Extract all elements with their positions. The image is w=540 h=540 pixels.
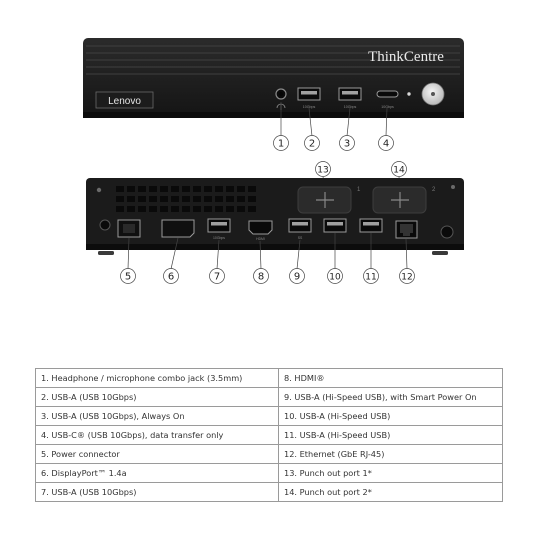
callout-14-label: 14	[393, 166, 405, 176]
legend-cell: 6. DisplayPort™ 1.4a	[35, 463, 279, 483]
table-row: 4. USB-C® (USB 10Gbps), data transfer on…	[35, 425, 503, 445]
usb-a-2-speed-label: 10Gbps	[344, 105, 357, 109]
table-row: 7. USB-A (USB 10Gbps) 14. Punch out port…	[35, 482, 503, 502]
security-slot	[99, 219, 111, 231]
legend-cell: 11. USB-A (Hi-Speed USB)	[278, 425, 503, 445]
legend-cell: 1. Headphone / microphone combo jack (3.…	[35, 368, 279, 388]
callout-8	[253, 268, 269, 284]
callout-1-label: 1	[278, 139, 284, 150]
front-chassis	[83, 38, 464, 118]
legend-cell: 13. Punch out port 1*	[278, 463, 503, 483]
rear-vent-grille	[116, 186, 256, 212]
callout-14	[391, 161, 407, 177]
front-usb-c-port: 10Gbps	[376, 90, 399, 109]
front-usb-a-port-2: 10Gbps	[338, 87, 362, 109]
lenovo-logo-plate	[95, 91, 154, 109]
callout-3-label: 3	[344, 139, 350, 150]
rear-usb-hs-1-label: SS	[298, 236, 303, 240]
rear-callouts	[120, 233, 415, 284]
callout-5	[120, 268, 136, 284]
legend-cell: 14. Punch out port 2*	[278, 482, 503, 502]
rear-usb-a-hs-3	[359, 218, 383, 233]
table-row: 1. Headphone / microphone combo jack (3.…	[35, 368, 503, 388]
callout-12	[399, 268, 415, 284]
callout-10	[327, 268, 343, 284]
callout-9-label: 9	[294, 272, 300, 283]
callout-10-label: 10	[329, 273, 341, 283]
usb-c-speed-label: 10Gbps	[381, 105, 394, 109]
front-view: Lenovo ThinkCentre 10Gbps 10Gbps 10Gbps	[83, 38, 464, 118]
legend-cell: 3. USB-A (USB 10Gbps), Always On	[35, 406, 279, 426]
callout-11-label: 11	[365, 273, 376, 283]
front-callouts	[273, 102, 394, 151]
callout-2	[304, 135, 320, 151]
callout-7	[209, 268, 225, 284]
legend-cell: 9. USB-A (Hi-Speed USB), with Smart Powe…	[278, 387, 503, 407]
callout-4-label: 4	[383, 139, 389, 150]
front-usb-a-port-1: 10Gbps	[297, 87, 321, 109]
legend-cell: 5. Power connector	[35, 444, 279, 464]
legend-cell: 4. USB-C® (USB 10Gbps), data transfer on…	[35, 425, 279, 445]
rear-usb-a-10gbps: 10Gbps	[207, 218, 231, 240]
callout-7-label: 7	[214, 272, 220, 283]
callout-3	[339, 135, 355, 151]
table-row: 3. USB-A (USB 10Gbps), Always On 10. USB…	[35, 406, 503, 426]
callout-8-label: 8	[258, 272, 264, 283]
port-legend-table: 1. Headphone / microphone combo jack (3.…	[35, 368, 503, 502]
punch-out-port-1: 1	[297, 186, 361, 214]
product-diagram: Lenovo ThinkCentre 10Gbps 10Gbps 10Gbps	[83, 38, 464, 284]
rear-view: 1 2 10Gbps HDMI SS	[86, 178, 464, 255]
rear-power-connector	[117, 219, 141, 238]
rear-hdmi-port: HDMI	[248, 220, 273, 241]
punch-out-1-number: 1	[357, 187, 361, 193]
lenovo-logo: Lenovo	[108, 96, 141, 107]
rear-usb-a-speed-label: 10Gbps	[213, 236, 225, 240]
kensington-lock	[440, 225, 454, 239]
callout-13-label: 13	[317, 166, 328, 176]
legend-cell: 10. USB-A (Hi-Speed USB)	[278, 406, 503, 426]
power-button	[421, 82, 445, 106]
callout-13	[315, 161, 331, 177]
thinkcentre-logo: ThinkCentre	[368, 49, 444, 65]
front-vent-grille	[86, 45, 460, 75]
callout-5-label: 5	[125, 272, 131, 283]
callout-6	[163, 268, 179, 284]
table-row: 5. Power connector 12. Ethernet (GbE RJ-…	[35, 444, 503, 464]
callout-1	[273, 135, 289, 151]
rear-usb-a-hs-2	[323, 218, 347, 233]
rear-ethernet-port	[395, 220, 418, 239]
callout-9	[289, 268, 305, 284]
power-led	[407, 92, 411, 96]
legend-cell: 2. USB-A (USB 10Gbps)	[35, 387, 279, 407]
callout-4	[378, 135, 394, 151]
punch-out-2-number: 2	[432, 187, 436, 193]
rear-usb-a-hs-1: SS	[288, 218, 312, 240]
callout-11	[363, 268, 379, 284]
callout-6-label: 6	[168, 272, 174, 283]
headphone-jack	[275, 88, 287, 100]
hdmi-port-label: HDMI	[256, 237, 265, 241]
legend-cell: 12. Ethernet (GbE RJ-45)	[278, 444, 503, 464]
legend-cell: 8. HDMI®	[278, 368, 503, 388]
table-row: 6. DisplayPort™ 1.4a 13. Punch out port …	[35, 463, 503, 483]
rear-screw-left	[96, 187, 102, 193]
rear-screw-right	[451, 185, 455, 189]
punch-out-port-2: 2	[372, 186, 436, 214]
usb-a-1-speed-label: 10Gbps	[303, 105, 316, 109]
table-row: 2. USB-A (USB 10Gbps) 9. USB-A (Hi-Speed…	[35, 387, 503, 407]
legend-cell: 7. USB-A (USB 10Gbps)	[35, 482, 279, 502]
callout-2-label: 2	[309, 139, 315, 150]
rear-displayport	[161, 219, 195, 238]
callout-12-label: 12	[401, 273, 412, 283]
